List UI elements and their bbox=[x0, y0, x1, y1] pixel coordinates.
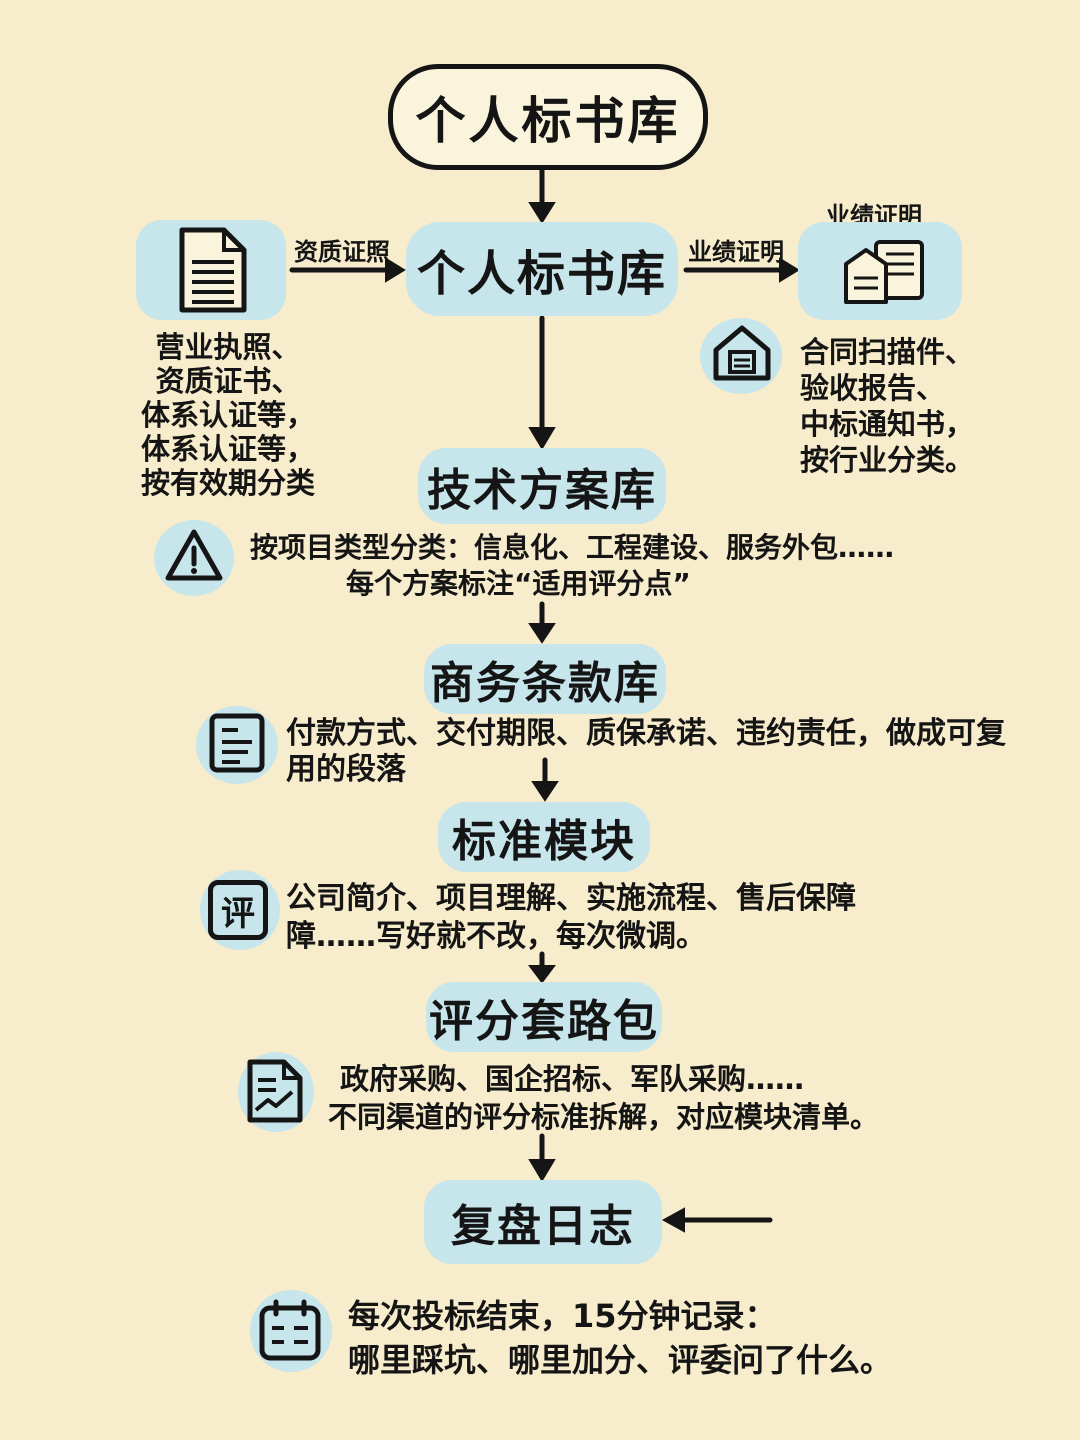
standard-module-line: 障……写好就不改，每次微调。 bbox=[286, 919, 706, 954]
left-text-line: 体系认证等， bbox=[140, 398, 315, 432]
clipboard-list-icon bbox=[209, 713, 265, 773]
arrow-module-to-score bbox=[528, 951, 556, 984]
right-text-line: 中标通知书， bbox=[800, 407, 975, 441]
center-node: 个人标书库 bbox=[406, 222, 678, 316]
left-arrow-label: 资质证照 bbox=[294, 238, 390, 266]
page-title: 个人标书库 bbox=[388, 64, 708, 170]
review-log-desc: 每次投标结束，15分钟记录： 哪里踩坑、哪里加分、评委问了什么。 bbox=[348, 1294, 892, 1382]
ping-character-icon: 评 bbox=[208, 880, 268, 940]
scoring-pack-line: 不同渠道的评分标准拆解，对应模块清单。 bbox=[328, 1100, 880, 1134]
chart-document-icon bbox=[247, 1059, 303, 1123]
review-log-title: 复盘日志 bbox=[451, 1201, 635, 1252]
review-log-node: 复盘日志 bbox=[424, 1180, 662, 1264]
scoring-pack-title: 评分套路包 bbox=[429, 996, 659, 1047]
warning-icon bbox=[165, 529, 223, 581]
review-log-line: 哪里踩坑、哪里加分、评委问了什么。 bbox=[348, 1341, 893, 1379]
arrow-into-review bbox=[661, 1207, 773, 1233]
folder-documents-icon bbox=[844, 240, 924, 304]
center-node-label: 个人标书库 bbox=[416, 246, 667, 302]
document-icon bbox=[179, 227, 247, 313]
arrow-title-to-center bbox=[528, 167, 556, 224]
calendar-icon bbox=[259, 1299, 321, 1361]
standard-module-node: 标准模块 bbox=[438, 802, 650, 872]
arrow-biz-to-module bbox=[531, 757, 559, 802]
tech-plan-line: 按项目类型分类：信息化、工程建设、服务外包…… bbox=[250, 531, 895, 564]
business-terms-node: 商务条款库 bbox=[424, 644, 666, 714]
business-terms-line: 用的段落 bbox=[286, 752, 406, 787]
scoring-pack-node: 评分套路包 bbox=[426, 982, 662, 1052]
house-icon bbox=[713, 325, 771, 381]
left-text-line: 营业执照、 bbox=[155, 330, 301, 364]
review-log-line: 每次投标结束，15分钟记录： bbox=[348, 1297, 777, 1335]
tech-plan-node: 技术方案库 bbox=[418, 448, 666, 524]
business-terms-line: 付款方式、交付期限、质保承诺、违约责任，做成可复 bbox=[286, 716, 1006, 751]
business-terms-desc: 付款方式、交付期限、质保承诺、违约责任，做成可复 用的段落 bbox=[286, 716, 1006, 788]
tech-plan-title: 技术方案库 bbox=[427, 465, 657, 516]
right-text-line: 合同扫描件、 bbox=[800, 335, 975, 369]
right-branch-text: 合同扫描件、 验收报告、 中标通知书， 按行业分类。 bbox=[800, 334, 974, 478]
scoring-pack-line: 政府采购、国企招标、军队采购…… bbox=[340, 1062, 805, 1096]
tech-plan-line: 每个方案标注“适用评分点” bbox=[346, 567, 691, 600]
business-terms-title: 商务条款库 bbox=[430, 658, 660, 709]
ping-glyph: 评 bbox=[221, 893, 255, 934]
arrow-center-to-right bbox=[683, 257, 800, 283]
right-arrow-label: 业绩证明 bbox=[688, 238, 784, 266]
standard-module-title: 标准模块 bbox=[452, 816, 636, 867]
left-text-line: 体系认证等， bbox=[140, 432, 315, 466]
arrow-left-to-center bbox=[289, 257, 406, 283]
standard-module-line: 公司简介、项目理解、实施流程、售后保障 bbox=[286, 881, 856, 916]
arrow-center-to-tech bbox=[528, 315, 556, 450]
scoring-pack-desc: 政府采购、国企招标、军队采购…… 不同渠道的评分标准拆解，对应模块清单。 bbox=[328, 1060, 879, 1136]
tech-plan-desc: 按项目类型分类：信息化、工程建设、服务外包…… 每个方案标注“适用评分点” bbox=[250, 530, 894, 602]
right-text-line: 按行业分类。 bbox=[800, 443, 975, 477]
right-text-line: 验收报告、 bbox=[800, 371, 946, 405]
arrow-score-to-review bbox=[528, 1133, 556, 1182]
left-text-line: 按有效期分类 bbox=[140, 466, 315, 500]
left-branch-text: 营业执照、 资质证书、 体系认证等， 体系认证等， 按有效期分类 bbox=[118, 330, 338, 500]
arrow-tech-to-biz bbox=[528, 601, 556, 644]
left-text-line: 资质证书、 bbox=[155, 364, 301, 398]
standard-module-desc: 公司简介、项目理解、实施流程、售后保障 障……写好就不改，每次微调。 bbox=[286, 880, 856, 956]
